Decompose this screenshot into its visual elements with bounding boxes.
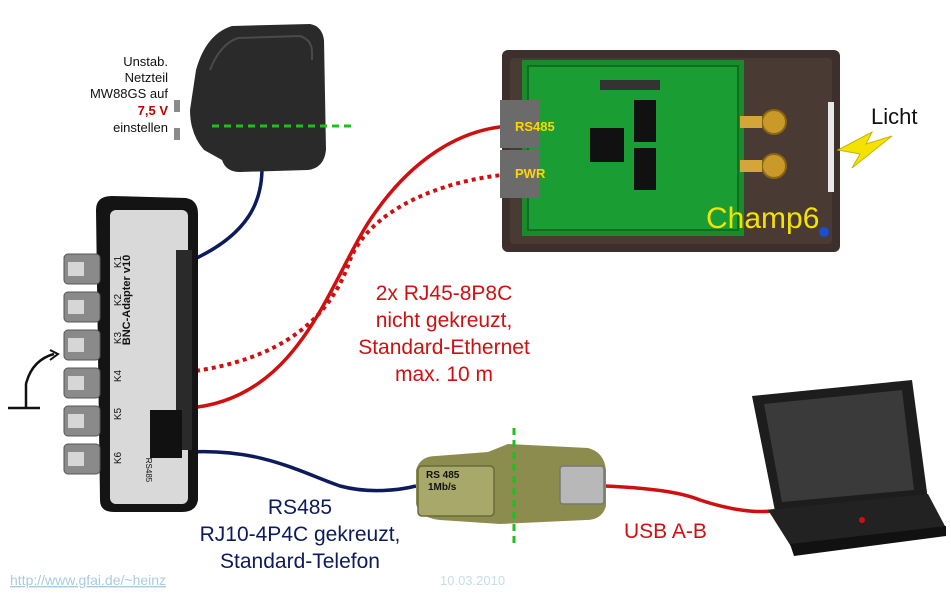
bnc-adapter: BNC-Adapter v10 K1 K2 K3 K4 K5 K6 RS485 (8, 196, 198, 512)
channel-label: K6 (113, 451, 124, 464)
power-cable (187, 167, 264, 264)
psu-note-line: Unstab. (123, 54, 168, 69)
laptop (752, 380, 946, 556)
phone-cable-line: RS485 (268, 496, 332, 519)
channel-label: K4 (113, 369, 124, 382)
converter-speed: 1Mb/s (428, 482, 457, 493)
channel-label: K5 (113, 407, 124, 420)
usb-cable-label: USB A-B (624, 520, 707, 543)
ethernet-cable-line: max. 10 m (395, 363, 493, 386)
footer-date: 10.03.2010 (440, 573, 505, 588)
light-label: Licht (871, 104, 917, 129)
footer-url[interactable]: http://www.gfai.de/~heinz (10, 572, 166, 588)
lightning-icon (836, 130, 893, 169)
phone-cable-line: Standard-Telefon (220, 550, 380, 573)
port-pwr-label: PWR (515, 166, 546, 181)
usb-cable (604, 484, 779, 514)
phone-cable (187, 449, 417, 493)
ground-icon (8, 352, 55, 410)
rs485-usb-converter: RS 485 1Mb/s (416, 428, 606, 548)
port-rs485-label: RS485 (515, 119, 555, 134)
channel-label: K2 (113, 293, 124, 306)
ethernet-cable-line: nicht gekreuzt, (376, 309, 513, 332)
psu-note-line: MW88GS auf (90, 86, 168, 101)
phone-cable-line: RJ10-4P4C gekreuzt, (200, 523, 401, 546)
psu-note-line: Netzteil (125, 70, 168, 85)
channel-label: K3 (113, 331, 124, 344)
psu-voltage: 7,5 V (138, 103, 169, 118)
champ6-label: Champ6 (706, 202, 819, 235)
champ6-device: RS485 PWR Champ6 (500, 50, 840, 252)
adapter-label: BNC-Adapter v10 (121, 255, 133, 345)
ethernet-cable-line: 2x RJ45-8P8C (376, 282, 513, 305)
ethernet-cable-line: Standard-Ethernet (358, 336, 530, 359)
ethernet-cable-solid (187, 124, 513, 410)
psu-note-line: einstellen (113, 120, 168, 135)
channel-label: K1 (113, 255, 124, 268)
adapter-side-rs485: RS485 (144, 458, 153, 483)
ethernet-cable-dotted (187, 172, 513, 374)
converter-label: RS 485 (426, 470, 460, 481)
power-supply (174, 24, 352, 172)
